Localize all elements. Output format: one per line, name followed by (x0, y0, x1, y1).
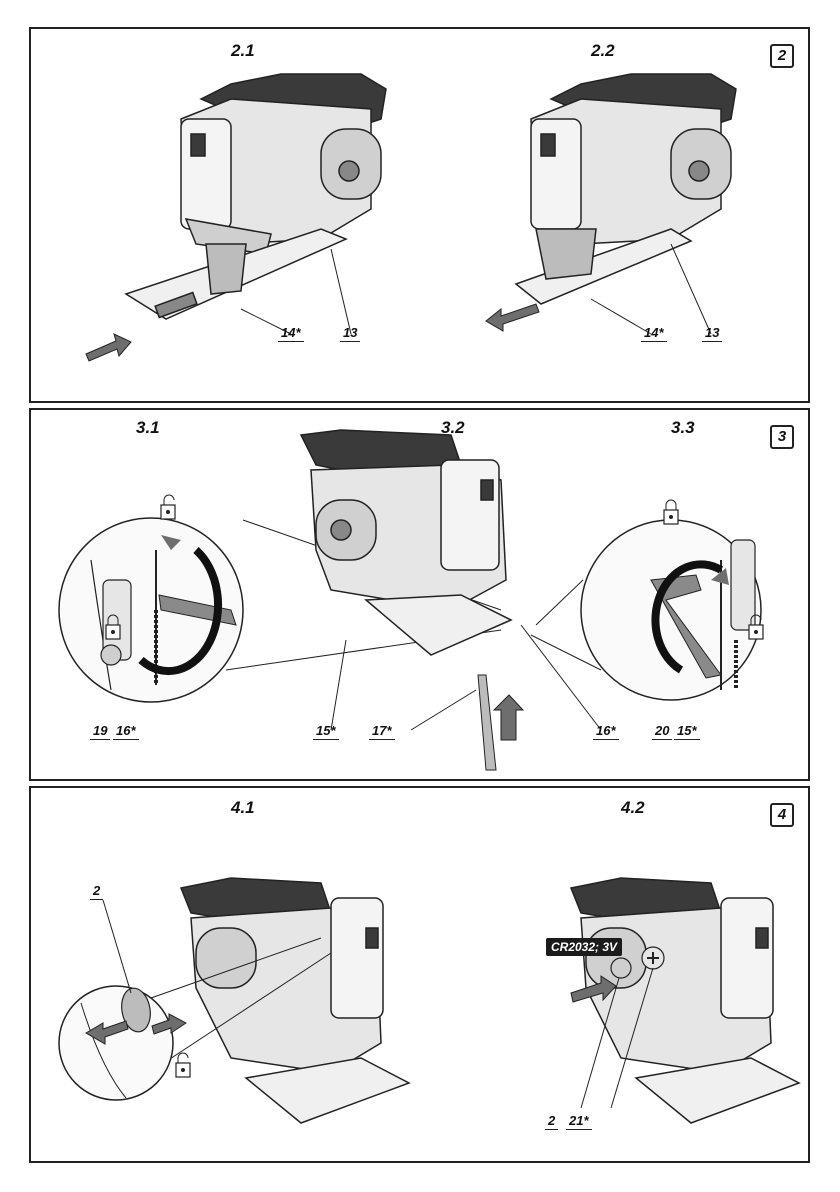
unlock-icon (161, 495, 175, 519)
callout-2-b: 2 (548, 1113, 555, 1128)
jigsaw-illustration-2-1 (31, 29, 808, 401)
callout-13-b: 13 (705, 325, 719, 340)
battery-type-label: CR2032; 3V (546, 938, 622, 956)
figure-panel-4: 4 4.1 4.2 (29, 786, 810, 1163)
callout-20: 20 (655, 723, 669, 738)
callout-19: 19 (93, 723, 107, 738)
callout-16-a: 16* (116, 723, 136, 738)
callout-16-b: 16* (596, 723, 616, 738)
callout-17: 17* (372, 723, 392, 738)
callout-13-a: 13 (343, 325, 357, 340)
push-arrow-icon (86, 334, 131, 361)
figure-panel-2: 2 2.1 2.2 (29, 27, 810, 403)
callout-21: 21* (569, 1113, 589, 1128)
battery-change-illustration (31, 788, 808, 1161)
callout-15-a: 15* (316, 723, 336, 738)
figure-panel-3: 3 3.1 3.2 3.3 (29, 408, 810, 781)
callout-14-b: 14* (644, 325, 664, 340)
callout-15-b: 15* (677, 723, 697, 738)
callout-14-a: 14* (281, 325, 301, 340)
pull-arrow-icon (486, 304, 539, 331)
saw-blade-icon (478, 675, 496, 770)
callout-2-a: 2 (93, 883, 100, 898)
